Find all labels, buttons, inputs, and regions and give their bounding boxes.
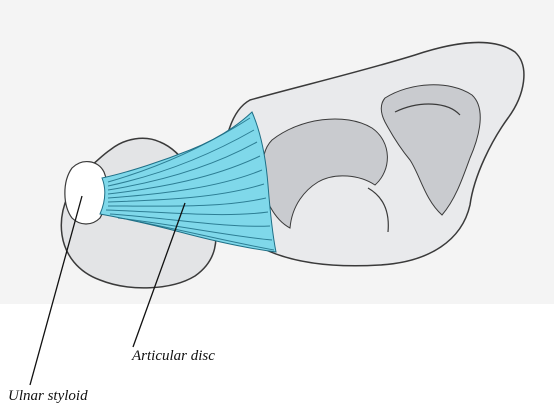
articular-disc-label: Articular disc [132,349,215,364]
ulnar-styloid-label: Ulnar styloid [8,389,88,404]
